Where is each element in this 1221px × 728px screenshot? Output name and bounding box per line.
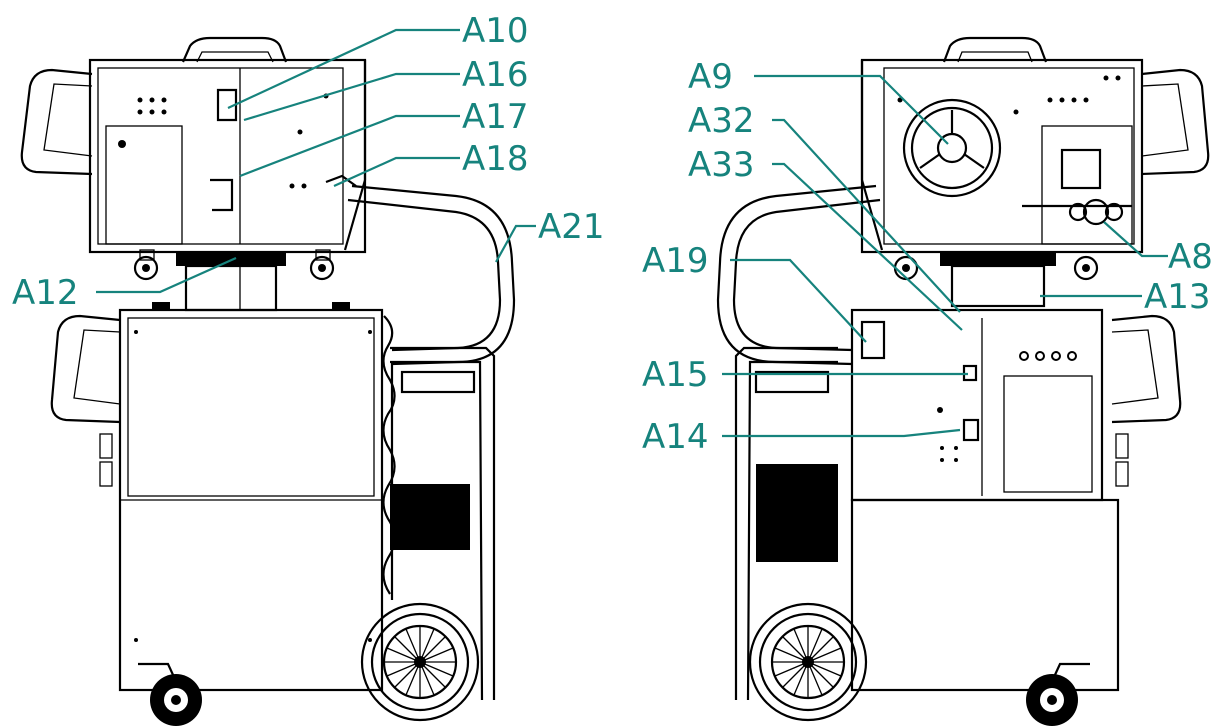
callout-labels: A10 A16 A17 A18 A21 A12 A9 A32 A33 A19 A… bbox=[12, 11, 1213, 457]
side-handle-upper bbox=[20, 68, 93, 176]
power-source-front-right bbox=[850, 308, 1104, 502]
wire-feeder-housing bbox=[88, 58, 367, 254]
callout-a10: A10 bbox=[462, 11, 529, 51]
callout-a17: A17 bbox=[462, 97, 529, 137]
callout-a14: A14 bbox=[642, 417, 709, 457]
left-side-view bbox=[20, 36, 516, 726]
right-side-view bbox=[716, 36, 1210, 726]
wire-spool bbox=[902, 98, 1002, 198]
ventilation-grille bbox=[390, 484, 470, 550]
callout-a32: A32 bbox=[688, 101, 755, 141]
callout-a19: A19 bbox=[642, 241, 709, 281]
top-carry-handle bbox=[181, 36, 288, 63]
callout-a12: A12 bbox=[12, 273, 79, 313]
side-handle-lower bbox=[50, 314, 121, 424]
callout-a21: A21 bbox=[538, 207, 605, 247]
callout-a15: A15 bbox=[642, 355, 709, 395]
callout-a18: A18 bbox=[462, 139, 529, 179]
drive-roll bbox=[1082, 198, 1110, 226]
ventilation-grille-right bbox=[756, 464, 838, 562]
callout-leaders bbox=[96, 28, 1168, 438]
callout-a16: A16 bbox=[462, 55, 529, 95]
rear-wheel-right bbox=[748, 602, 868, 722]
rear-wheel bbox=[360, 602, 480, 722]
top-carry-handle-right bbox=[942, 36, 1048, 63]
callout-a8: A8 bbox=[1168, 237, 1213, 277]
callout-a13: A13 bbox=[1144, 277, 1211, 317]
callout-a33: A33 bbox=[688, 145, 755, 185]
callout-a9: A9 bbox=[688, 57, 733, 97]
